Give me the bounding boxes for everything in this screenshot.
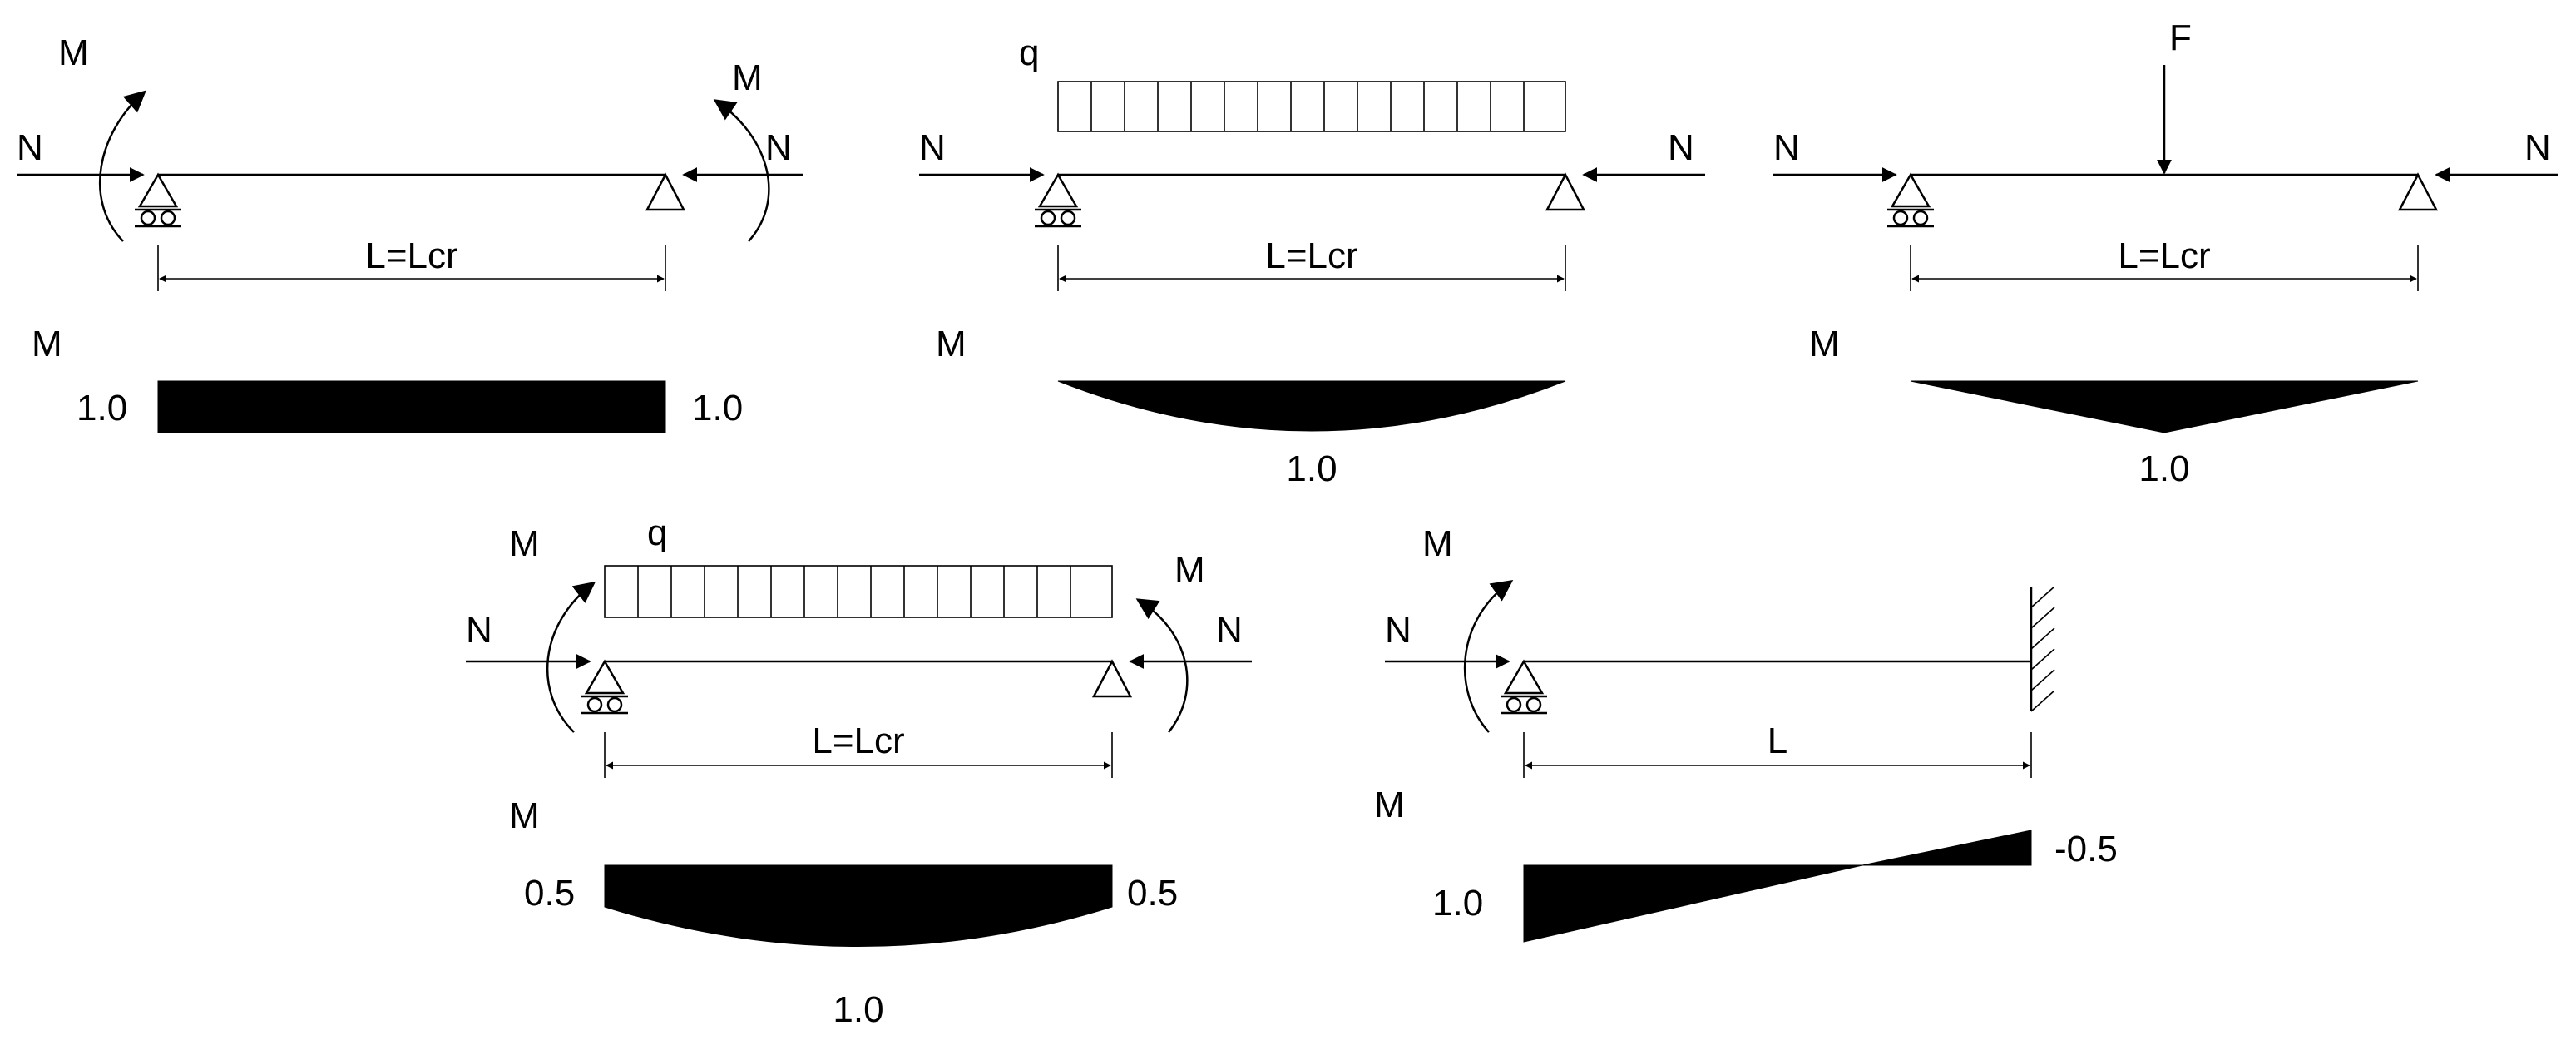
moment-value-right: 0.5 [1127, 873, 1178, 914]
moment-label-right: M [1174, 550, 1205, 591]
axial-label-right: N [2524, 127, 2551, 168]
axial-label-left: N [919, 127, 946, 168]
moment-label-right: M [732, 57, 763, 98]
moment-diagram [1523, 830, 2032, 943]
moment-diagram [157, 380, 666, 433]
moment-value-left: 1.0 [77, 388, 127, 428]
span-dimension [1523, 732, 2032, 778]
moment-value-right: 1.0 [692, 388, 743, 428]
span-label: L=Lcr [365, 235, 457, 276]
span-dimension [157, 245, 666, 291]
diagram-5-propped-cantilever: N M L M 1.0 -0.5 [1374, 523, 2118, 943]
axial-label-left: N [1773, 127, 1800, 168]
moment-arrow-left [1463, 579, 1514, 733]
moment-value-left: 1.0 [1432, 883, 1483, 924]
moment-arrow-right [713, 99, 770, 242]
moment-label-left: M [509, 523, 540, 564]
moment-value-left: 0.5 [524, 873, 575, 914]
moment-label-left: M [1422, 523, 1453, 564]
moment-arrow-left [98, 90, 146, 242]
axial-label-right: N [1668, 127, 1694, 168]
span-dimension [604, 732, 1113, 778]
distributed-load-block [1057, 81, 1566, 132]
span-label: L [1768, 721, 1787, 761]
moment-axis-label: M [1809, 324, 1840, 364]
moment-value-mid: 1.0 [2138, 448, 2189, 489]
span-dimension [1910, 245, 2419, 291]
diagram-3-point-load: F N N L=Lcr M 1.0 [1773, 17, 2558, 489]
axial-label-left: N [1385, 610, 1412, 651]
moment-arrow-right [1135, 598, 1189, 733]
roller-support-icon [135, 172, 181, 228]
moment-diagram [1910, 380, 2419, 433]
pin-support-icon [645, 172, 686, 211]
diagram-4-distributed-load-end-moments: q N N M M L=Lcr M 0.5 0.5 1.0 [466, 513, 1252, 1030]
moment-label-left: M [58, 32, 89, 73]
diagram-2-distributed-load: q N N L=Lcr M 1.0 [919, 32, 1705, 489]
moment-diagram [604, 864, 1113, 947]
span-label: L=Lcr [812, 721, 904, 761]
load-label: q [647, 513, 667, 553]
moment-axis-label: M [1374, 785, 1405, 825]
load-label: F [2169, 17, 2192, 58]
load-label: q [1019, 32, 1039, 73]
span-label: L=Lcr [2118, 235, 2210, 276]
diagram-1-uniform-moment: N N M M L=Lcr M 1.0 1.0 [17, 32, 803, 433]
pin-support-icon [1091, 659, 1133, 698]
roller-support-icon [1887, 172, 1934, 228]
axial-label-right: N [765, 127, 792, 168]
span-dimension [1057, 245, 1566, 291]
pin-support-icon [2397, 172, 2439, 211]
axial-label-right: N [1216, 610, 1243, 651]
moment-diagram [1057, 380, 1566, 432]
moment-value-mid: 1.0 [833, 989, 883, 1030]
distributed-load-block [604, 565, 1113, 618]
axial-label-left: N [466, 610, 492, 651]
moment-axis-label: M [509, 795, 540, 836]
roller-support-icon [1501, 659, 1547, 715]
moment-value-mid: 1.0 [1286, 448, 1337, 489]
moment-arrow-left [546, 581, 596, 733]
moment-axis-label: M [32, 324, 62, 364]
pin-support-icon [1545, 172, 1586, 211]
span-label: L=Lcr [1265, 235, 1357, 276]
roller-support-icon [1035, 172, 1081, 228]
moment-value-right: -0.5 [2054, 829, 2118, 869]
fixed-support-icon [2030, 586, 2055, 712]
axial-label-left: N [17, 127, 43, 168]
moment-axis-label: M [936, 324, 967, 364]
roller-support-icon [581, 659, 628, 715]
